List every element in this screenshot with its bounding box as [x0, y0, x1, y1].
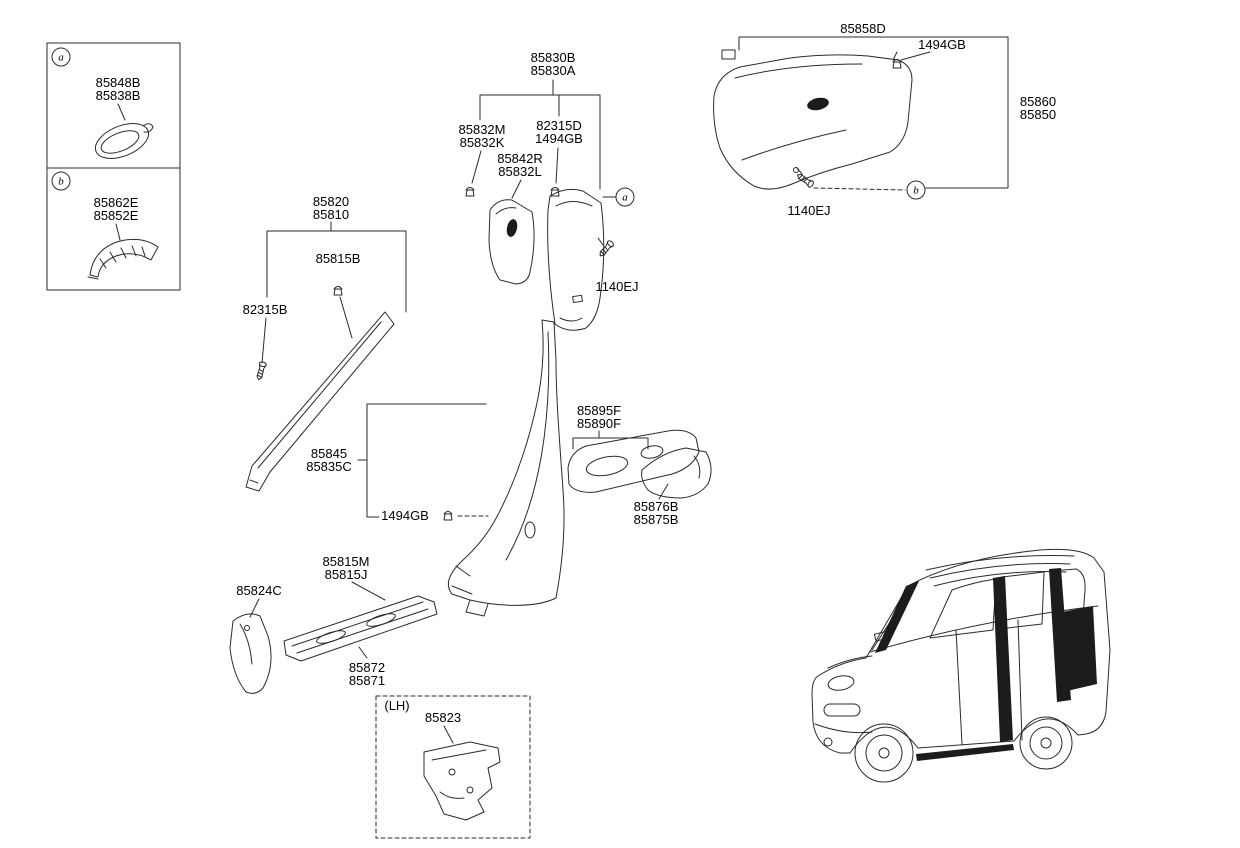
screw-82315B	[254, 360, 268, 382]
lh-part-box	[375, 695, 531, 839]
inset-box-b	[46, 167, 181, 291]
callout-rear-scuff-trim: 85895F 85890F	[577, 404, 621, 430]
rear-scuff-trim-drawing	[567, 429, 700, 493]
part-number: 85890F	[576, 416, 622, 431]
marker-letter: a	[622, 191, 628, 203]
bpillar-lower-bracket-lines	[357, 403, 489, 518]
part-number: 1494GB	[918, 37, 966, 52]
clip-1494GB-right	[892, 59, 902, 69]
marker-b-inset: b	[51, 171, 71, 191]
part-number: 85862E	[93, 195, 139, 210]
part-number: 85895F	[576, 403, 622, 418]
marker-letter: b	[58, 175, 64, 187]
part-number: 85820	[312, 194, 350, 209]
part-number: 85860	[1019, 94, 1057, 109]
part-number: 82315B	[242, 302, 288, 317]
part-number: 85832M	[458, 122, 506, 137]
part-number: 85850	[1019, 107, 1057, 122]
callout-cowl-side-trim: 85824C	[236, 584, 282, 597]
clip-1494GB-center	[443, 511, 453, 521]
part-number: 1140EJ	[787, 203, 831, 218]
part-number: 85876B	[633, 499, 679, 514]
marker-letter: a	[58, 51, 64, 63]
bpillar-lower-trim-drawing	[448, 319, 565, 617]
screw-1140EJ-right	[795, 171, 816, 189]
part-number: 85830B	[530, 50, 576, 65]
callout-quarter-screw: 1140EJ	[787, 204, 830, 217]
rear-scuff-bracket-lines	[572, 430, 669, 500]
part-number: 85815M	[322, 554, 370, 569]
quarter-trim-panel-drawing	[713, 49, 913, 190]
callout-bpillar-inner-trim: 85842R 85832L	[497, 152, 543, 178]
marker-letter: b	[913, 184, 919, 196]
bpillar-upper-inner-trim-drawing	[488, 199, 535, 285]
part-number: 85845	[310, 446, 348, 461]
screw-1140EJ-center	[597, 239, 616, 259]
callout-quarter-clip-1494: 1494GB	[918, 38, 966, 51]
callout-bpillar-screw: 1140EJ	[595, 280, 638, 293]
part-number: 82315D	[536, 118, 582, 133]
part-number: 85838B	[95, 88, 141, 103]
part-number: 85871	[348, 673, 386, 688]
callout-lh-tag: (LH)	[384, 699, 409, 712]
part-number: 85815B	[315, 251, 361, 266]
part-number: 85858D	[840, 21, 886, 36]
clip-85832M	[465, 187, 475, 197]
vehicle-illustration	[811, 548, 1111, 783]
callout-bpillar-lower-trim: 85845 85835C	[306, 447, 352, 473]
callout-quarter-trim: 85860 85850	[1020, 95, 1056, 121]
callout-bpillar-upper-clip-right: 82315D 1494GB	[535, 119, 583, 145]
part-number: 1140EJ	[595, 279, 639, 294]
callout-quarter-clip-top: 85858D	[840, 22, 886, 35]
clip-85815B	[333, 286, 343, 296]
part-number: (LH)	[384, 698, 410, 713]
callout-rear-scuff-lower: 85876B 85875B	[634, 500, 679, 526]
callout-bpillar-lower-clip: 1494GB	[381, 509, 429, 522]
part-number: 85872	[348, 660, 386, 675]
bpillar-upper-bracket-lines	[471, 79, 617, 246]
part-number: 85810	[312, 207, 350, 222]
rear-scuff-lower-trim-drawing	[641, 447, 712, 499]
front-scuff-trim-drawing	[283, 595, 438, 662]
part-number: 85852E	[93, 208, 139, 223]
marker-a-inset: a	[51, 47, 71, 67]
part-number: 85848B	[95, 75, 141, 90]
bpillar-upper-trim-drawing	[547, 188, 605, 331]
callout-cowl-trim-lh: 85823	[425, 711, 461, 724]
apillar-trim-drawing	[245, 311, 395, 492]
part-number: 85823	[424, 710, 462, 725]
callout-inset-b: 85862E 85852E	[94, 196, 139, 222]
part-number: 85830A	[530, 63, 576, 78]
callout-bpillar-upper-clip-left: 85832M 85832K	[459, 123, 506, 149]
marker-a-diagram: a	[615, 187, 635, 207]
part-number: 1494GB	[535, 131, 583, 146]
part-number: 85842R	[497, 151, 543, 166]
callout-front-scuff-clip: 85815M 85815J	[323, 555, 370, 581]
part-number: 85835C	[306, 459, 352, 474]
marker-b-diagram: b	[906, 180, 926, 200]
callout-front-scuff-trim: 85872 85871	[349, 661, 385, 687]
callout-inset-a: 85848B 85838B	[96, 76, 141, 102]
part-number: 85875B	[633, 512, 679, 527]
callout-apillar-clip: 85815B	[316, 252, 361, 265]
callout-apillar-screw: 82315B	[243, 303, 288, 316]
part-number: 85832L	[498, 164, 542, 179]
callout-apillar-trim: 85820 85810	[313, 195, 349, 221]
cowl-side-trim-drawing	[229, 613, 272, 694]
part-number: 85815J	[324, 567, 368, 582]
callout-bpillar-upper-trim: 85830B 85830A	[531, 51, 576, 77]
part-number: 1494GB	[381, 508, 429, 523]
part-number: 85832K	[459, 135, 505, 150]
part-number: 85824C	[236, 583, 282, 598]
apillar-bracket-lines	[261, 221, 407, 364]
